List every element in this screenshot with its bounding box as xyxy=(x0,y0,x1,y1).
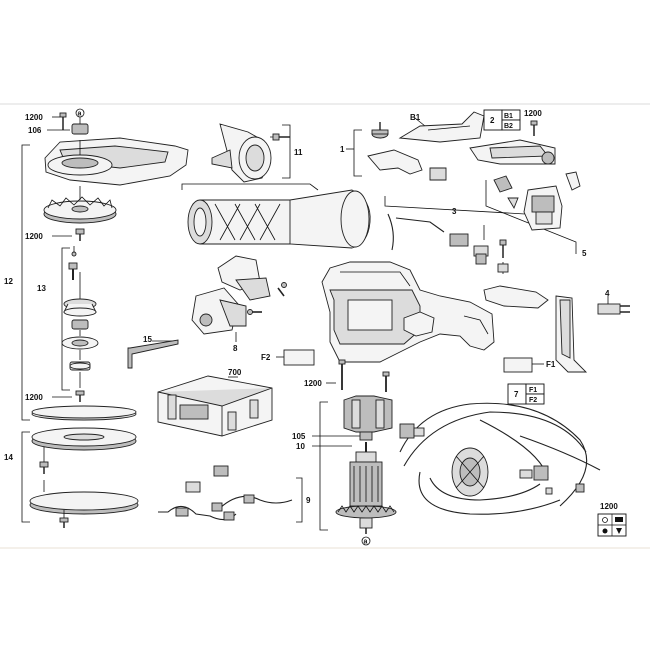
bracket-armature xyxy=(319,401,328,531)
callout-b1: B1 xyxy=(410,113,421,122)
callout-f2: F2 xyxy=(261,353,271,362)
switch-lever xyxy=(367,149,423,175)
callout-a-circle xyxy=(361,536,371,546)
callout-10: 10 xyxy=(296,442,305,451)
bearing-stack-13 xyxy=(61,246,99,388)
left-assembly xyxy=(21,108,189,528)
callout-f2-box: F2 xyxy=(529,397,537,404)
callout-700: 700 xyxy=(228,368,242,377)
screw-icon xyxy=(272,133,290,141)
carbon-brush-icon xyxy=(519,465,549,481)
handle-b1 xyxy=(398,111,485,143)
bracket-13 xyxy=(61,247,70,391)
callout-1200-right: 1200 xyxy=(524,109,542,118)
callout-b1-box: B1 xyxy=(504,113,513,120)
bracket-14 xyxy=(21,431,30,523)
bracket-1 xyxy=(353,129,362,177)
speed-knob xyxy=(371,122,389,139)
screw-icon xyxy=(39,461,49,474)
callout-1200-low: 1200 xyxy=(25,393,43,402)
screw-icon xyxy=(59,112,67,130)
sanding-pad-icon xyxy=(29,491,139,515)
callout-13: 13 xyxy=(37,284,46,293)
callout-105: 105 xyxy=(292,432,306,441)
bracket-3 xyxy=(384,196,526,215)
carbon-brush-icon xyxy=(399,423,425,439)
screw-icon xyxy=(247,309,262,315)
screw-icon xyxy=(530,120,538,136)
callout-4: 4 xyxy=(605,289,610,298)
callout-1200-center: 1200 xyxy=(304,379,322,388)
center-assembly xyxy=(127,123,371,523)
callout-1200-mid: 1200 xyxy=(25,232,43,241)
callout-f1-box: F1 xyxy=(529,387,537,394)
wiring-harness-9 xyxy=(158,465,293,521)
fan-part xyxy=(43,196,117,224)
canister-bracket xyxy=(181,183,319,191)
switch-assembly-8 xyxy=(191,255,287,335)
screw-icon xyxy=(499,239,507,258)
screw-icon xyxy=(59,517,69,528)
callout-14: 14 xyxy=(4,453,13,462)
callout-b2-box: B2 xyxy=(504,123,513,130)
sanding-pad-icon xyxy=(31,405,137,421)
sanding-pad-icon xyxy=(31,427,137,451)
callout-1: 1 xyxy=(340,145,345,154)
armature-icon xyxy=(335,442,397,534)
screw-icon xyxy=(75,228,85,241)
callout-a-top: a xyxy=(78,111,82,118)
label-plate-f1 xyxy=(503,357,533,373)
motor-wiring xyxy=(399,402,601,515)
callout-a-bottom: a xyxy=(364,539,368,546)
dust-nozzle xyxy=(211,123,272,183)
callout-9: 9 xyxy=(306,496,311,505)
motor-rotor xyxy=(451,447,489,497)
armature-assembly xyxy=(312,359,397,546)
callout-1200-top: 1200 xyxy=(25,113,43,122)
safety-label-icon xyxy=(597,513,627,537)
dust-canister xyxy=(187,189,371,249)
callout-7: 7 xyxy=(514,390,519,399)
callout-5: 5 xyxy=(582,249,587,258)
label-plate-f2 xyxy=(283,349,315,366)
callout-8: 8 xyxy=(233,344,238,353)
callout-1200-br: 1200 xyxy=(600,502,618,511)
screw-icon xyxy=(338,359,346,390)
motor-housing xyxy=(321,261,495,363)
screw-icon xyxy=(382,371,390,392)
bushing-106 xyxy=(71,123,89,135)
callout-106: 106 xyxy=(28,126,42,135)
carrying-case-icon xyxy=(157,375,273,437)
switch-block xyxy=(449,233,469,247)
cable-sleeve xyxy=(483,285,549,309)
bracket-11 xyxy=(282,124,291,179)
callout-box-f2 xyxy=(525,393,545,405)
callout-3: 3 xyxy=(452,207,457,216)
bearing-105 xyxy=(359,431,373,441)
motor-field xyxy=(343,395,393,433)
screw-icon xyxy=(277,282,287,297)
plug-icon xyxy=(597,303,630,315)
callout-11: 11 xyxy=(294,148,303,157)
callout-box-b2 xyxy=(501,119,521,131)
screw-icon xyxy=(75,390,85,402)
callout-f1: F1 xyxy=(546,360,556,369)
callout-2: 2 xyxy=(490,116,495,125)
callout-12: 12 xyxy=(4,277,13,286)
right-top-assembly xyxy=(346,109,630,373)
bracket-12 xyxy=(21,144,30,421)
hex-key-icon xyxy=(127,339,179,369)
callout-15: 15 xyxy=(143,335,152,344)
bracket-9 xyxy=(296,477,303,523)
electronic-module xyxy=(523,185,563,231)
